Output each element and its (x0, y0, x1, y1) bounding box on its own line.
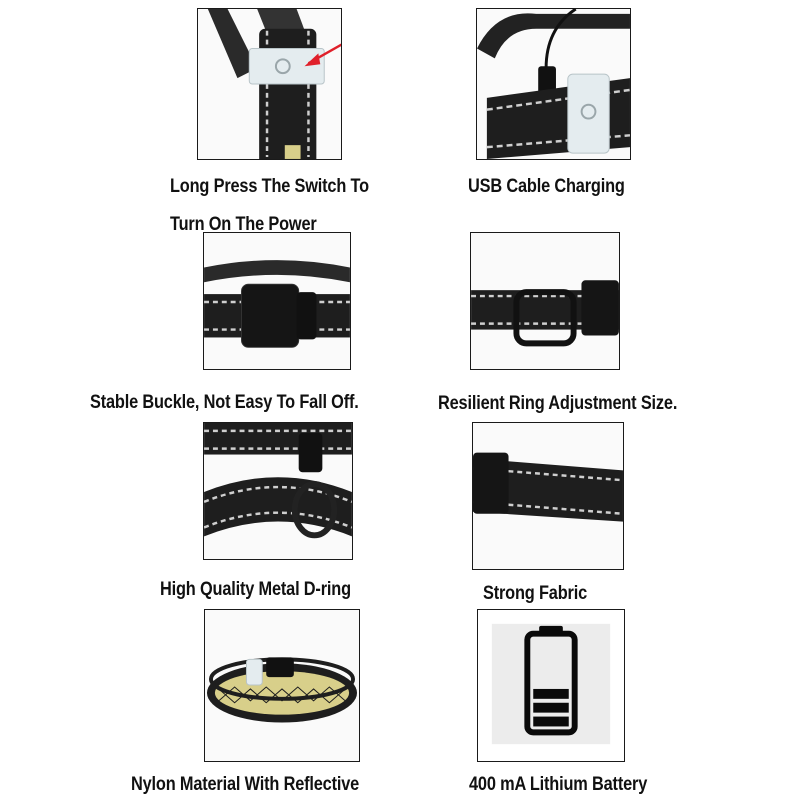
d-ring-illustration (204, 423, 352, 559)
feature-image-buckle (203, 232, 351, 370)
caption-line: Stable Buckle, Not Easy To Fall Off. (90, 392, 359, 413)
caption-line: 400 mA Lithium Battery (469, 774, 648, 795)
caption-battery: 400 mA Lithium Battery (469, 770, 647, 800)
caption-line: Long Press The Switch To (170, 176, 369, 197)
feature-image-d-ring (203, 422, 353, 560)
feature-image-switch (197, 8, 342, 160)
caption-line: High Quality Metal D-ring (160, 579, 351, 600)
caption-strong-fabric: Strong Fabric (483, 579, 587, 609)
caption-usb-charging: USB Cable Charging (468, 172, 625, 202)
caption-line: Resilient Ring Adjustment Size. (438, 393, 678, 414)
caption-switch: Long Press The Switch To Turn On The Pow… (170, 168, 369, 244)
caption-nylon-reflective: Nylon Material With Reflective (131, 770, 359, 800)
caption-d-ring: High Quality Metal D-ring (160, 575, 351, 605)
caption-line: Turn On The Power (170, 214, 317, 235)
fabric-illustration (473, 423, 623, 569)
caption-buckle: Stable Buckle, Not Easy To Fall Off. (90, 388, 359, 418)
feature-image-battery (477, 609, 625, 762)
feature-image-nylon-reflective (204, 609, 360, 762)
caption-line: Strong Fabric (483, 583, 587, 604)
collar-switch-illustration (198, 9, 341, 159)
nylon-collar-illustration (205, 610, 359, 761)
red-arrow-icon (304, 53, 321, 67)
feature-image-usb-charging (476, 8, 631, 160)
caption-line: USB Cable Charging (468, 176, 625, 197)
adjustment-ring-illustration (471, 233, 619, 369)
feature-image-strong-fabric (472, 422, 624, 570)
buckle-illustration (204, 233, 350, 369)
caption-adjustment-ring: Resilient Ring Adjustment Size. (438, 389, 677, 419)
feature-image-adjustment-ring (470, 232, 620, 370)
battery-icon (491, 623, 611, 745)
usb-charging-illustration (477, 9, 630, 159)
caption-line: Nylon Material With Reflective (131, 774, 360, 795)
